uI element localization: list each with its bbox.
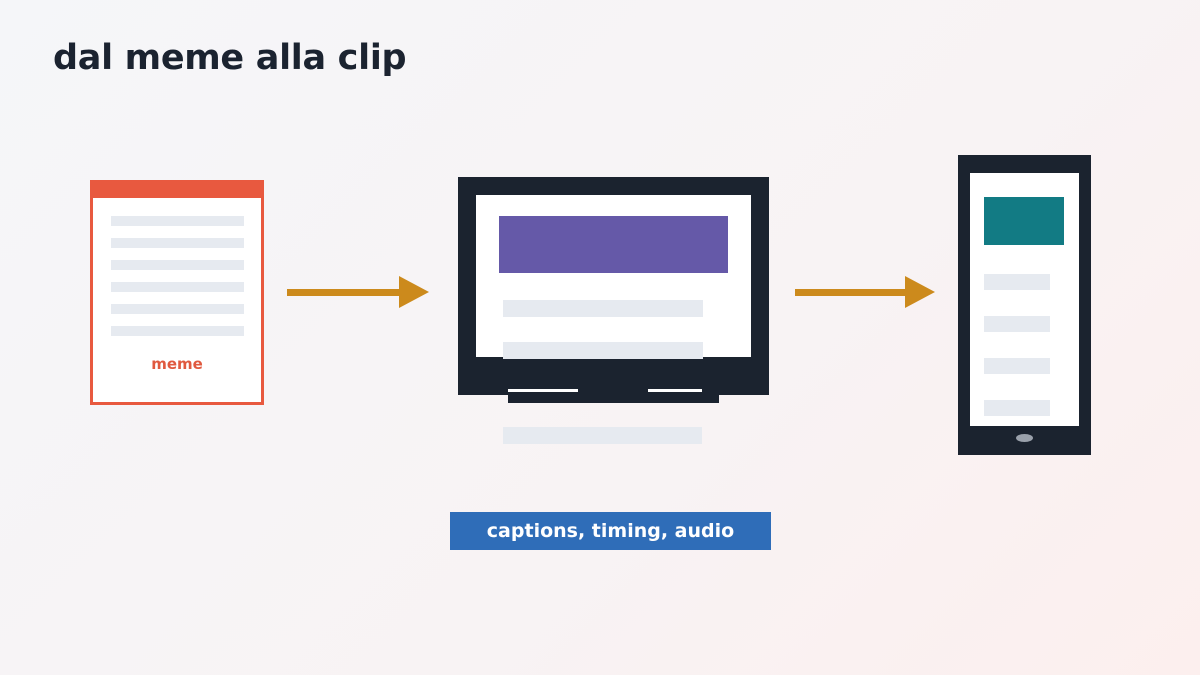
- meme-text-line: [111, 216, 244, 226]
- phone-screen: [970, 173, 1079, 426]
- meme-document: meme: [90, 180, 264, 405]
- flow-arrow-head: [399, 276, 429, 308]
- phone-clip-icon: [958, 155, 1091, 455]
- meme-text-line: [111, 260, 244, 270]
- meme-text-line: [111, 238, 244, 248]
- phone-home-button: [1016, 434, 1033, 442]
- editor-base-stripe: [648, 389, 702, 392]
- meme-label: meme: [151, 355, 203, 373]
- editor-timeline-line: [503, 427, 702, 444]
- caption-badge: captions, timing, audio: [450, 512, 771, 550]
- editor-monitor-icon: [458, 177, 769, 403]
- meme-text-line: [111, 282, 244, 292]
- flow-arrow-shaft: [795, 289, 911, 296]
- phone-video-banner: [984, 197, 1064, 245]
- editor-text-line: [503, 342, 703, 359]
- phone-text-line: [984, 274, 1050, 290]
- editor-text-line: [503, 300, 703, 317]
- meme-document-header: [93, 180, 261, 198]
- phone-text-line: [984, 400, 1050, 416]
- flow-arrow-shaft: [287, 289, 405, 296]
- editor-monitor-base: [508, 383, 719, 403]
- meme-text-line: [111, 304, 244, 314]
- phone-text-line: [984, 358, 1050, 374]
- phone-text-line: [984, 316, 1050, 332]
- editor-screen: [476, 195, 751, 359]
- meme-text-line: [111, 326, 244, 336]
- page-title: dal meme alla clip: [53, 38, 407, 78]
- flow-arrow-head: [905, 276, 935, 308]
- editor-base-stripe: [508, 389, 578, 392]
- editor-video-banner: [499, 216, 728, 273]
